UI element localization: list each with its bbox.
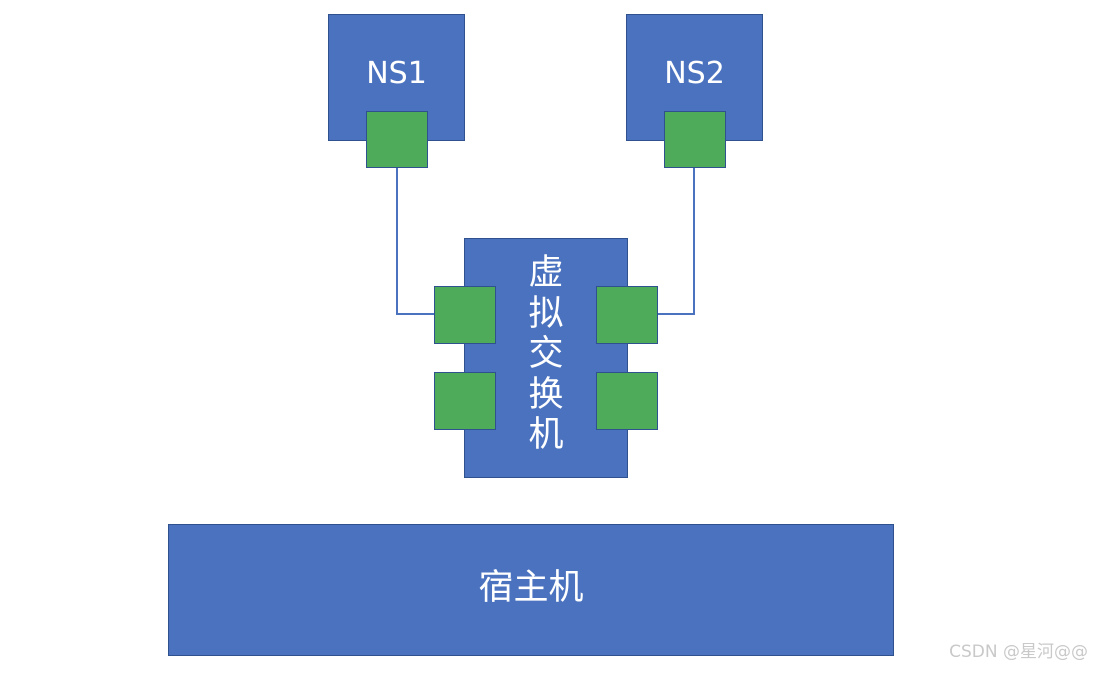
virtual-switch-label-char: 拟 [528,293,564,334]
csdn-watermark: CSDN @星河@@ [949,642,1088,662]
wire-ns1-to-switch [396,167,434,315]
namespace-ns2-port[interactable] [664,111,726,168]
virtual-switch-box[interactable]: 虚 拟 交 换 机 [464,238,628,478]
host-machine-label: 宿主机 [478,568,584,608]
virtual-switch-label-char: 机 [528,415,564,455]
virtual-switch-label-char: 交 [528,334,564,374]
wire-ns2-to-switch [658,167,695,315]
virtual-switch-label-char: 换 [528,374,564,415]
namespace-ns1-label: NS1 [366,56,427,91]
switch-port-top-right[interactable] [596,286,658,344]
virtual-switch-label-char: 虚 [528,253,564,293]
virtual-switch-label: 虚 拟 交 换 机 [465,253,627,456]
namespace-ns2-box[interactable]: NS2 [626,14,763,168]
namespace-ns2-label: NS2 [664,56,725,91]
host-machine-box[interactable]: 宿主机 [168,524,894,656]
switch-port-bottom-left[interactable] [434,372,496,430]
switch-port-top-left[interactable] [434,286,496,344]
switch-port-bottom-right[interactable] [596,372,658,430]
namespace-ns1-port[interactable] [366,111,428,168]
namespace-ns1-box[interactable]: NS1 [328,14,465,168]
